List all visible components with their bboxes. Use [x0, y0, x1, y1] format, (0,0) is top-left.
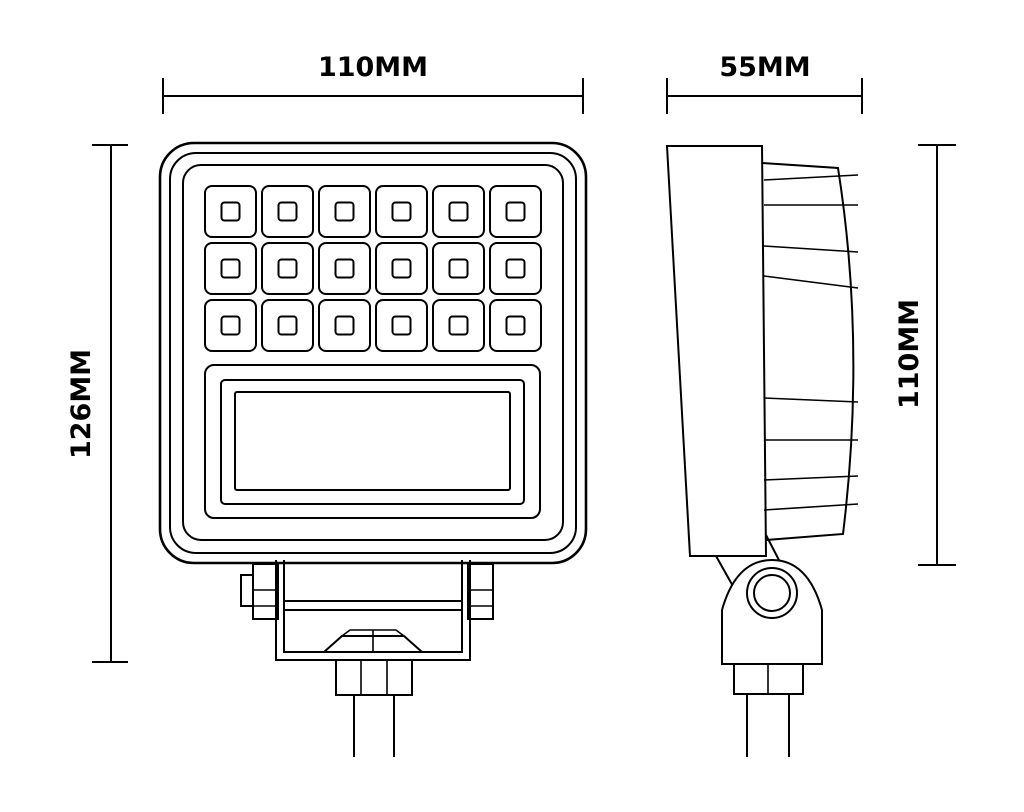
led-cell — [318, 242, 371, 295]
front-lens-frame — [182, 164, 564, 541]
heatsink-fin — [763, 475, 859, 481]
led-cell — [489, 242, 542, 295]
side-heatsink-body — [761, 162, 855, 541]
flood-lens-outer — [204, 364, 541, 519]
led-cell — [375, 299, 428, 352]
led-cell — [375, 185, 428, 238]
side-mounting-arm — [715, 534, 823, 757]
side-depth-dimension: 55MM — [666, 52, 863, 114]
front-mounting-bracket — [240, 560, 494, 757]
led-cell — [489, 185, 542, 238]
front-housing-outer — [158, 141, 588, 565]
flood-lens-inner — [234, 391, 511, 491]
led-cell — [489, 299, 542, 352]
heatsink-fin — [763, 245, 859, 253]
led-cell — [318, 299, 371, 352]
led-cell — [204, 185, 257, 238]
led-grid — [204, 185, 542, 352]
heatsink-fin — [763, 275, 859, 289]
led-cell — [318, 185, 371, 238]
led-cell — [204, 242, 257, 295]
led-cell — [432, 185, 485, 238]
front-width-dimension: 110MM — [162, 52, 584, 114]
led-cell — [261, 185, 314, 238]
led-cell — [375, 242, 428, 295]
side-height-label: 110MM — [894, 299, 925, 409]
led-cell — [261, 299, 314, 352]
front-width-label: 110MM — [318, 52, 428, 83]
side-bezel — [665, 145, 768, 557]
side-height-dimension: 110MM — [894, 144, 956, 566]
led-cell — [432, 242, 485, 295]
side-depth-label: 55MM — [719, 52, 810, 83]
front-view — [158, 141, 588, 757]
flood-lens-mid — [220, 379, 525, 505]
side-heatsink-fins — [763, 174, 859, 511]
heatsink-fin — [763, 397, 859, 403]
led-cell — [261, 242, 314, 295]
heatsink-fin — [763, 174, 859, 181]
front-height-label: 126MM — [66, 349, 97, 459]
front-height-dimension: 126MM — [66, 144, 128, 663]
led-cell — [432, 299, 485, 352]
side-view — [665, 145, 859, 757]
led-cell — [204, 299, 257, 352]
heatsink-fin — [763, 503, 859, 511]
front-housing-inner — [169, 152, 577, 554]
